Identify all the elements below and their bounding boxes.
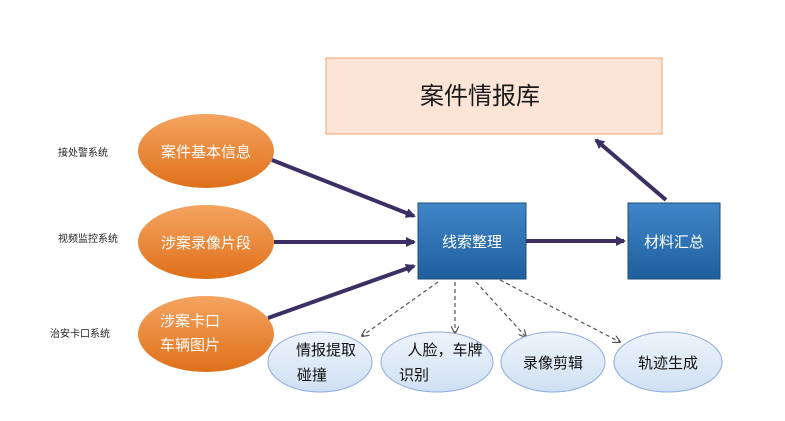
dashed-arrow bbox=[499, 279, 620, 342]
source-oval-label: 涉案卡口 bbox=[160, 312, 220, 330]
arrow-source-to-clue bbox=[267, 263, 416, 320]
material-box-label: 材料汇总 bbox=[644, 233, 704, 251]
source-oval-label: 涉案录像片段 bbox=[161, 234, 251, 252]
source-system-label: 治安卡口系统 bbox=[50, 327, 110, 340]
source-system-label: 接处警系统 bbox=[58, 146, 108, 159]
function-oval bbox=[500, 331, 606, 393]
function-oval bbox=[380, 331, 494, 393]
source-system-label: 视频监控系统 bbox=[58, 232, 118, 245]
function-oval bbox=[613, 331, 723, 393]
function-oval-label: 识别 bbox=[399, 366, 429, 384]
function-oval bbox=[267, 331, 373, 393]
function-oval-label: 碰撞 bbox=[297, 366, 327, 384]
library-label: 案件情报库 bbox=[420, 82, 540, 110]
library-box bbox=[325, 57, 663, 135]
function-oval-label: 录像剪辑 bbox=[523, 354, 583, 372]
dashed-arrow bbox=[362, 281, 439, 336]
function-oval-label: 情报提取 bbox=[296, 341, 356, 359]
source-oval bbox=[138, 205, 274, 279]
function-oval-label: 人脸，车牌 bbox=[407, 341, 482, 359]
function-oval-label: 轨迹生成 bbox=[638, 354, 698, 372]
dashed-arrow bbox=[475, 281, 526, 337]
source-oval bbox=[138, 296, 274, 372]
material-box bbox=[627, 202, 721, 280]
clue-box-label: 线索整理 bbox=[442, 233, 502, 251]
source-oval-label: 车辆图片 bbox=[160, 336, 220, 354]
source-oval-label: 案件基本信息 bbox=[161, 143, 251, 161]
arrow-source-to-clue bbox=[271, 158, 416, 218]
arrow-material-to-library bbox=[594, 138, 668, 202]
source-oval bbox=[138, 114, 274, 188]
